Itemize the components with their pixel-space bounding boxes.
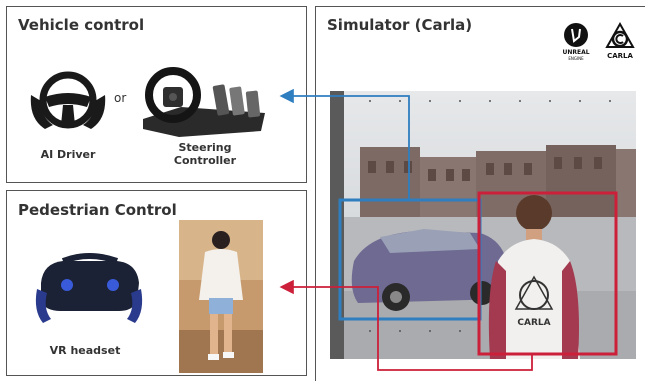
- steering-label-line2: Controller: [173, 154, 237, 167]
- ai-driver-label: AI Driver: [40, 148, 96, 161]
- vr-headset-label: VR headset: [49, 344, 121, 357]
- pedestrian-control-panel: Pedestrian Control VR headset: [6, 190, 307, 376]
- pedestrian-photo: [179, 220, 263, 373]
- unreal-logo-line2: ENGINE: [568, 56, 584, 61]
- carla-logo-text: CARLA: [607, 52, 633, 60]
- pedestrian-link-arrow: [279, 279, 533, 371]
- vehicle-highlight-box: [338, 198, 482, 321]
- unreal-engine-logo: UNREAL ENGINE: [562, 23, 590, 61]
- vehicle-control-title: Vehicle control: [18, 16, 145, 34]
- or-text: or: [114, 91, 127, 105]
- vehicle-control-panel: Vehicle control AI Driver or Steering Co…: [6, 6, 307, 183]
- shirt-carla-text: CARLA: [517, 318, 550, 328]
- carla-logo: CARLA: [605, 21, 635, 60]
- simulation-render: CARLA: [330, 91, 636, 359]
- ai-driver-icon: [30, 71, 106, 129]
- steering-controller-icon: [143, 67, 265, 137]
- vehicle-link-arrow: [279, 88, 410, 200]
- steering-label-line1: Steering: [178, 141, 232, 154]
- pedestrian-highlight-box: [477, 191, 618, 356]
- vr-headset-icon: [35, 253, 143, 323]
- pedestrian-control-title: Pedestrian Control: [18, 201, 177, 219]
- unreal-logo-line1: UNREAL: [562, 49, 589, 56]
- simulator-title: Simulator (Carla): [327, 16, 473, 34]
